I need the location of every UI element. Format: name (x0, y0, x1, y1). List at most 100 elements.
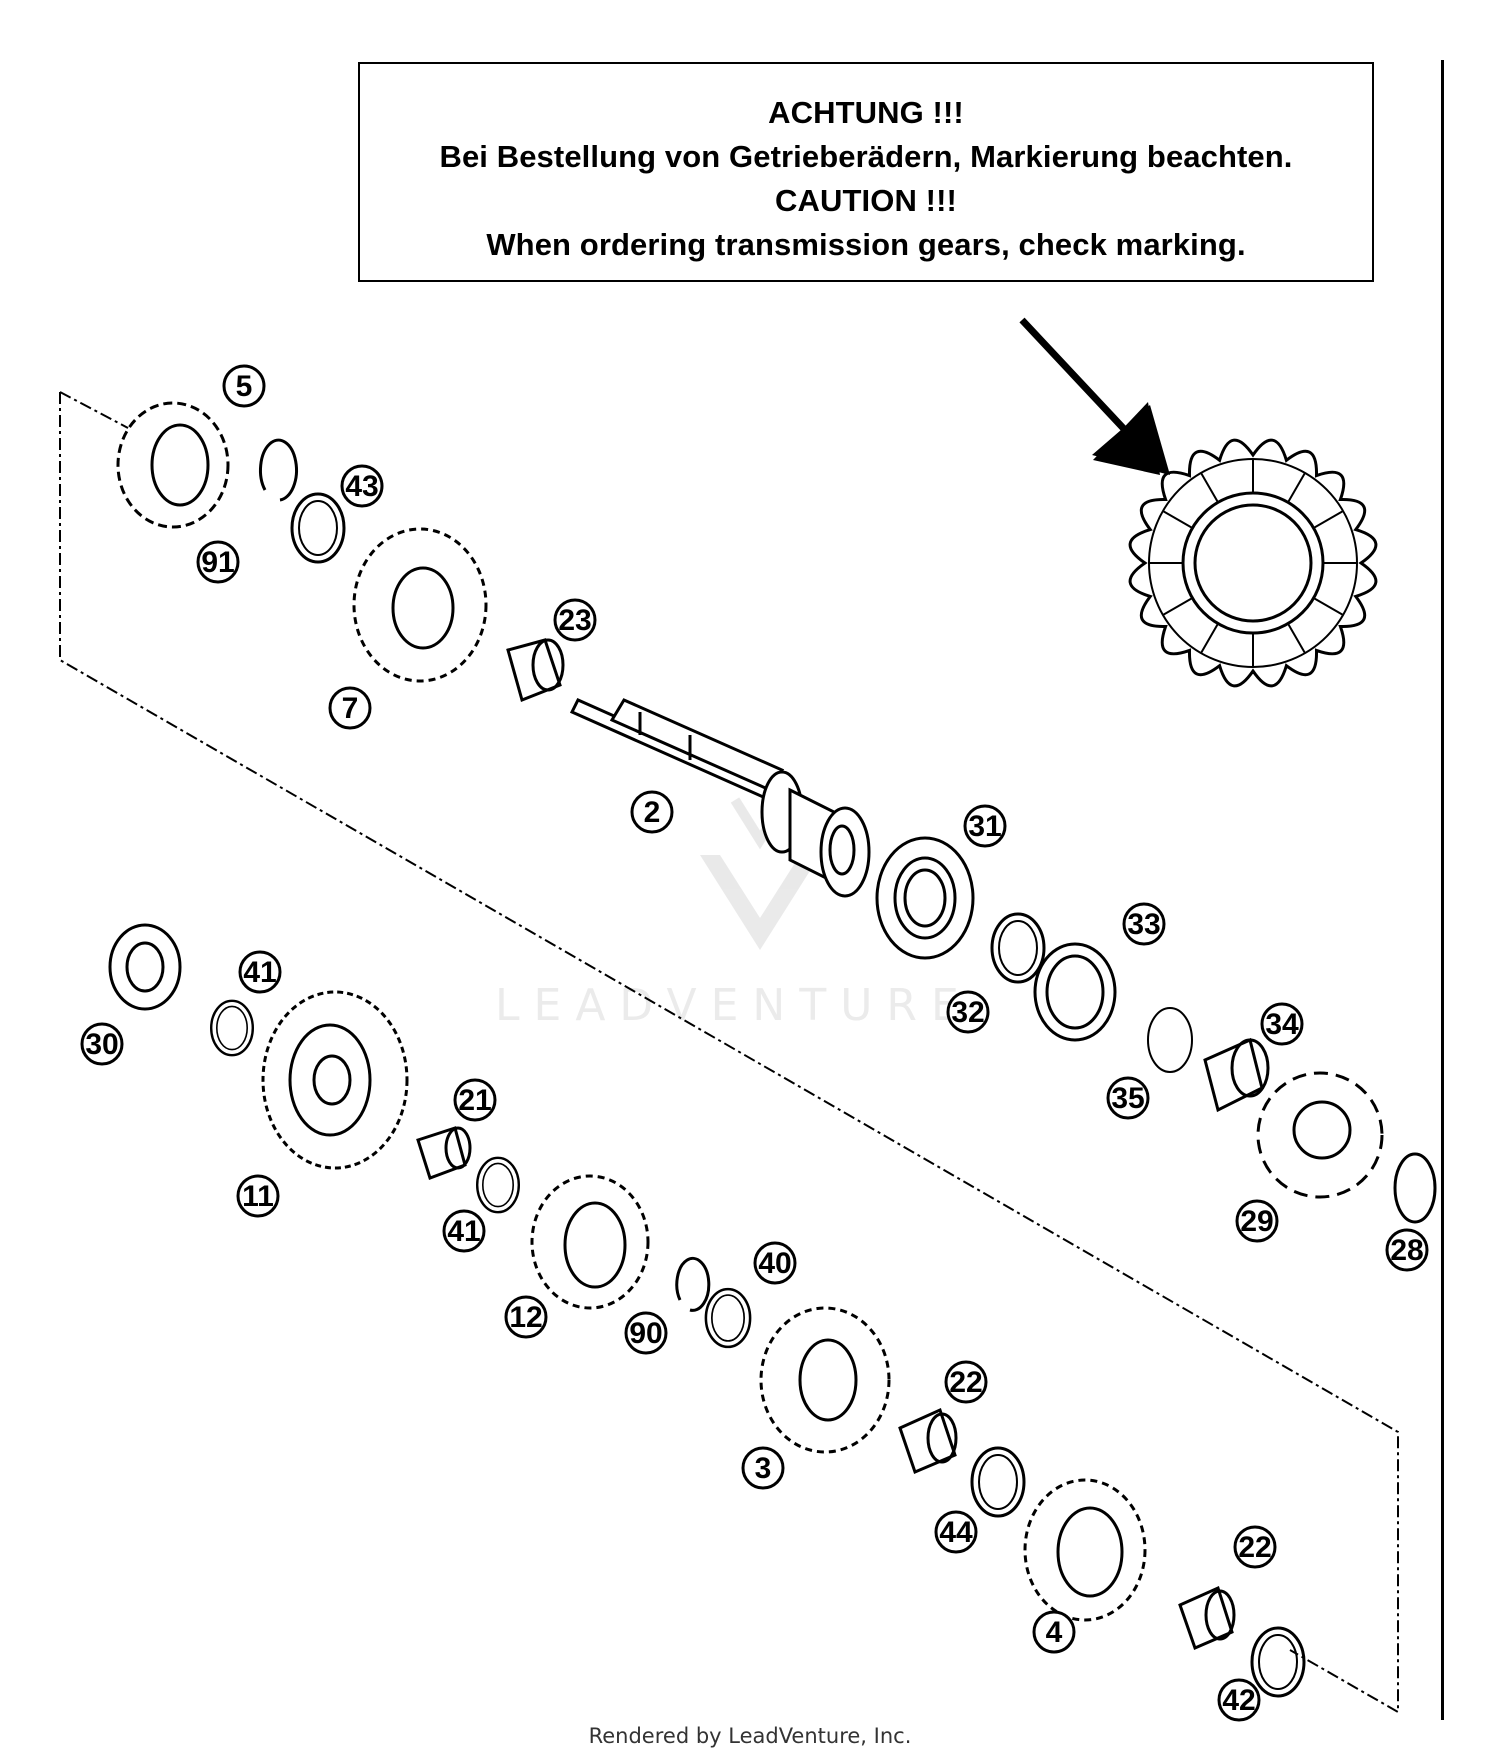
spacer-34 (1203, 1037, 1270, 1113)
callout-number: 41 (243, 956, 276, 989)
callout-44: 44 (934, 1510, 978, 1554)
callout-91: 91 (196, 540, 240, 584)
callout-circle (630, 790, 674, 834)
gear-marking-segment (1313, 510, 1344, 529)
bushing-21 (416, 1126, 472, 1180)
callout-33: 33 (1122, 902, 1166, 946)
gear-7 (352, 527, 488, 683)
callout-number: 42 (1222, 1684, 1255, 1717)
callout-41: 41 (442, 1209, 486, 1253)
gear-marking-segment (1200, 623, 1219, 654)
callout-31: 31 (963, 804, 1007, 848)
callout-circle (222, 364, 266, 408)
oring-35 (1147, 1007, 1193, 1073)
callout-circle (753, 1241, 797, 1285)
caution-notice: ACHTUNG !!! Bei Bestellung von Getrieber… (358, 62, 1374, 282)
watermark-text: LEADVENTURE (495, 980, 973, 1031)
washer-43 (290, 492, 346, 564)
circlip-28 (1393, 1152, 1437, 1224)
callout-number: 40 (758, 1247, 791, 1280)
callout-29: 29 (1235, 1199, 1279, 1243)
callout-41: 41 (238, 950, 282, 994)
callout-32: 32 (946, 990, 990, 1034)
callout-number: 34 (1265, 1008, 1299, 1041)
callout-22: 22 (1233, 1525, 1277, 1569)
callout-circle (934, 1510, 978, 1554)
callout-23: 23 (553, 598, 597, 642)
washer-42 (1250, 1626, 1306, 1698)
callout-number: 30 (85, 1028, 118, 1061)
callout-2: 2 (630, 790, 674, 834)
callout-number: 23 (558, 604, 591, 637)
gear-5 (116, 401, 230, 529)
callout-circle (624, 1311, 668, 1355)
callout-circle (504, 1295, 548, 1339)
callout-circle (1260, 1002, 1304, 1046)
callout-circle (1032, 1610, 1076, 1654)
gear-12 (530, 1174, 650, 1310)
notice-line-2: Bei Bestellung von Getrieberädern, Marki… (439, 139, 1293, 174)
gear-11 (261, 990, 409, 1170)
callout-circle (553, 598, 597, 642)
callout-34: 34 (1260, 1002, 1304, 1046)
callout-35: 35 (1106, 1076, 1150, 1120)
bushing-22a (898, 1407, 958, 1475)
notice-line-3: CAUTION !!! (775, 183, 957, 218)
washer-44 (970, 1446, 1026, 1518)
notice-line-1: ACHTUNG !!! (768, 95, 964, 130)
main-shaft (569, 698, 871, 898)
callout-number: 32 (951, 996, 984, 1029)
callout-number: 35 (1111, 1082, 1144, 1115)
callout-22: 22 (944, 1360, 988, 1404)
callout-number: 4 (1046, 1616, 1063, 1649)
sprocket-29 (1256, 1071, 1384, 1199)
callout-number: 91 (201, 546, 234, 579)
bearing-31 (875, 836, 975, 960)
callout-42: 42 (1217, 1678, 1261, 1722)
callout-3: 3 (741, 1446, 785, 1490)
callout-number: 44 (939, 1516, 973, 1549)
gear-3 (759, 1306, 891, 1454)
washer-41a (209, 999, 255, 1057)
callout-number: 2 (644, 796, 661, 829)
bushing-23 (506, 638, 565, 703)
callout-number: 33 (1127, 908, 1160, 941)
gear-marking-segment (1162, 510, 1193, 529)
gear-4 (1023, 1478, 1147, 1622)
callout-30: 30 (80, 1022, 124, 1066)
marked-gear-detail (1128, 438, 1378, 688)
callout-number: 22 (949, 1366, 982, 1399)
callout-circle (1235, 1199, 1279, 1243)
rendered-by-footer: Rendered by LeadVenture, Inc. (588, 1724, 912, 1748)
callout-circle (944, 1360, 988, 1404)
callout-circle (236, 1174, 280, 1218)
callout-number: 11 (242, 1180, 274, 1213)
callout-number: 5 (236, 370, 253, 403)
gear-marking-segment (1313, 597, 1344, 616)
callout-circle (946, 990, 990, 1034)
washer-41b (476, 1156, 520, 1214)
callout-circle (1385, 1228, 1429, 1272)
callout-circle (238, 950, 282, 994)
callout-circle (453, 1078, 497, 1122)
callout-number: 31 (968, 810, 1001, 843)
callout-circle (1106, 1076, 1150, 1120)
callout-43: 43 (340, 464, 384, 508)
callout-circle (196, 540, 240, 584)
gear-marking-segment (1200, 472, 1219, 503)
callout-circle (1122, 902, 1166, 946)
callout-21: 21 (453, 1078, 497, 1122)
bushing-22b (1178, 1585, 1236, 1651)
circlip-91 (258, 438, 298, 502)
callout-circle (1217, 1678, 1261, 1722)
callout-12: 12 (504, 1295, 548, 1339)
marking-arrow-icon (1019, 317, 1170, 475)
callout-number: 7 (342, 692, 359, 725)
gear-marking-segment (1287, 472, 1306, 503)
callout-circle (442, 1209, 486, 1253)
seal-33 (1033, 942, 1117, 1042)
callout-11: 11 (236, 1174, 280, 1218)
callout-number: 12 (509, 1301, 542, 1334)
